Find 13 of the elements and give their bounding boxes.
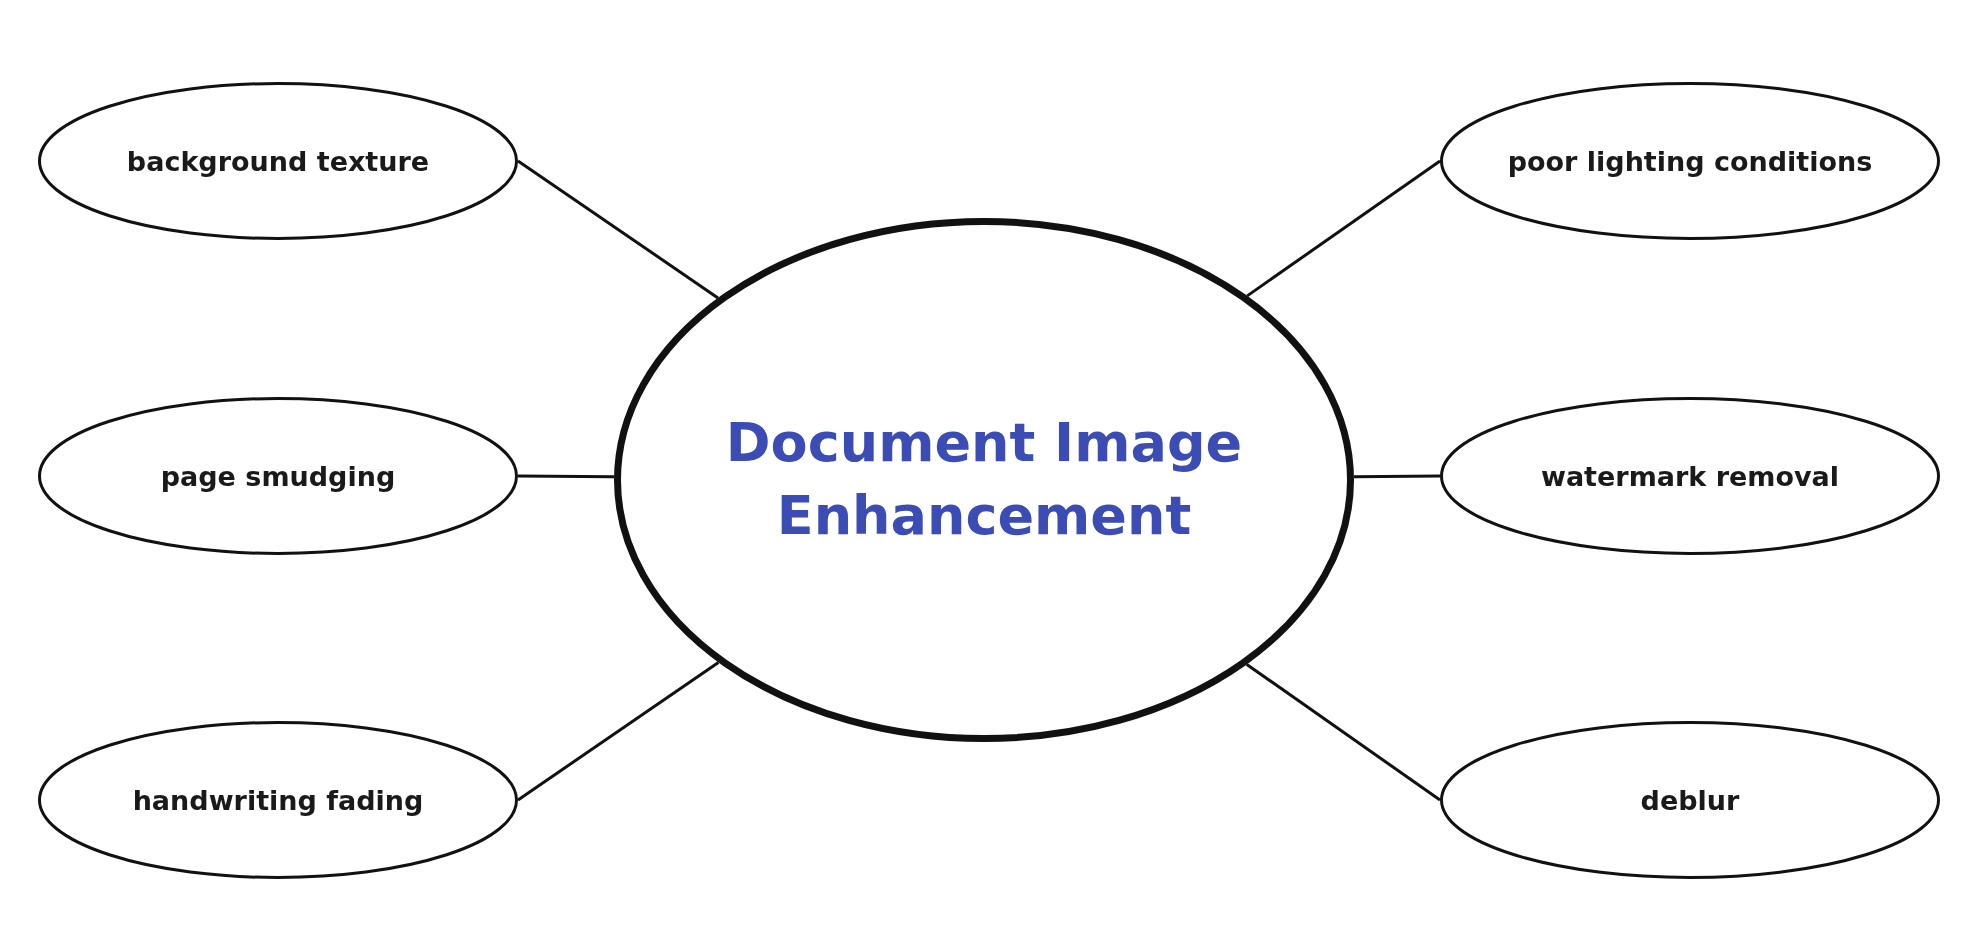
connector-line <box>517 159 719 300</box>
central-topic: Document Image Enhancement <box>724 410 1244 549</box>
topic-label: page smudging <box>159 460 397 492</box>
connector-line <box>1245 663 1441 802</box>
topic-label: watermark removal <box>1539 460 1841 492</box>
connector-line <box>518 474 615 479</box>
topic-label: deblur <box>1639 784 1741 816</box>
topic-label: background texture <box>125 145 431 177</box>
connector-line <box>1246 159 1441 298</box>
connector-line <box>517 661 720 802</box>
connector-line <box>1353 474 1440 479</box>
topic-label: poor lighting conditions <box>1506 145 1874 177</box>
topic-label: handwriting fading <box>131 784 425 816</box>
